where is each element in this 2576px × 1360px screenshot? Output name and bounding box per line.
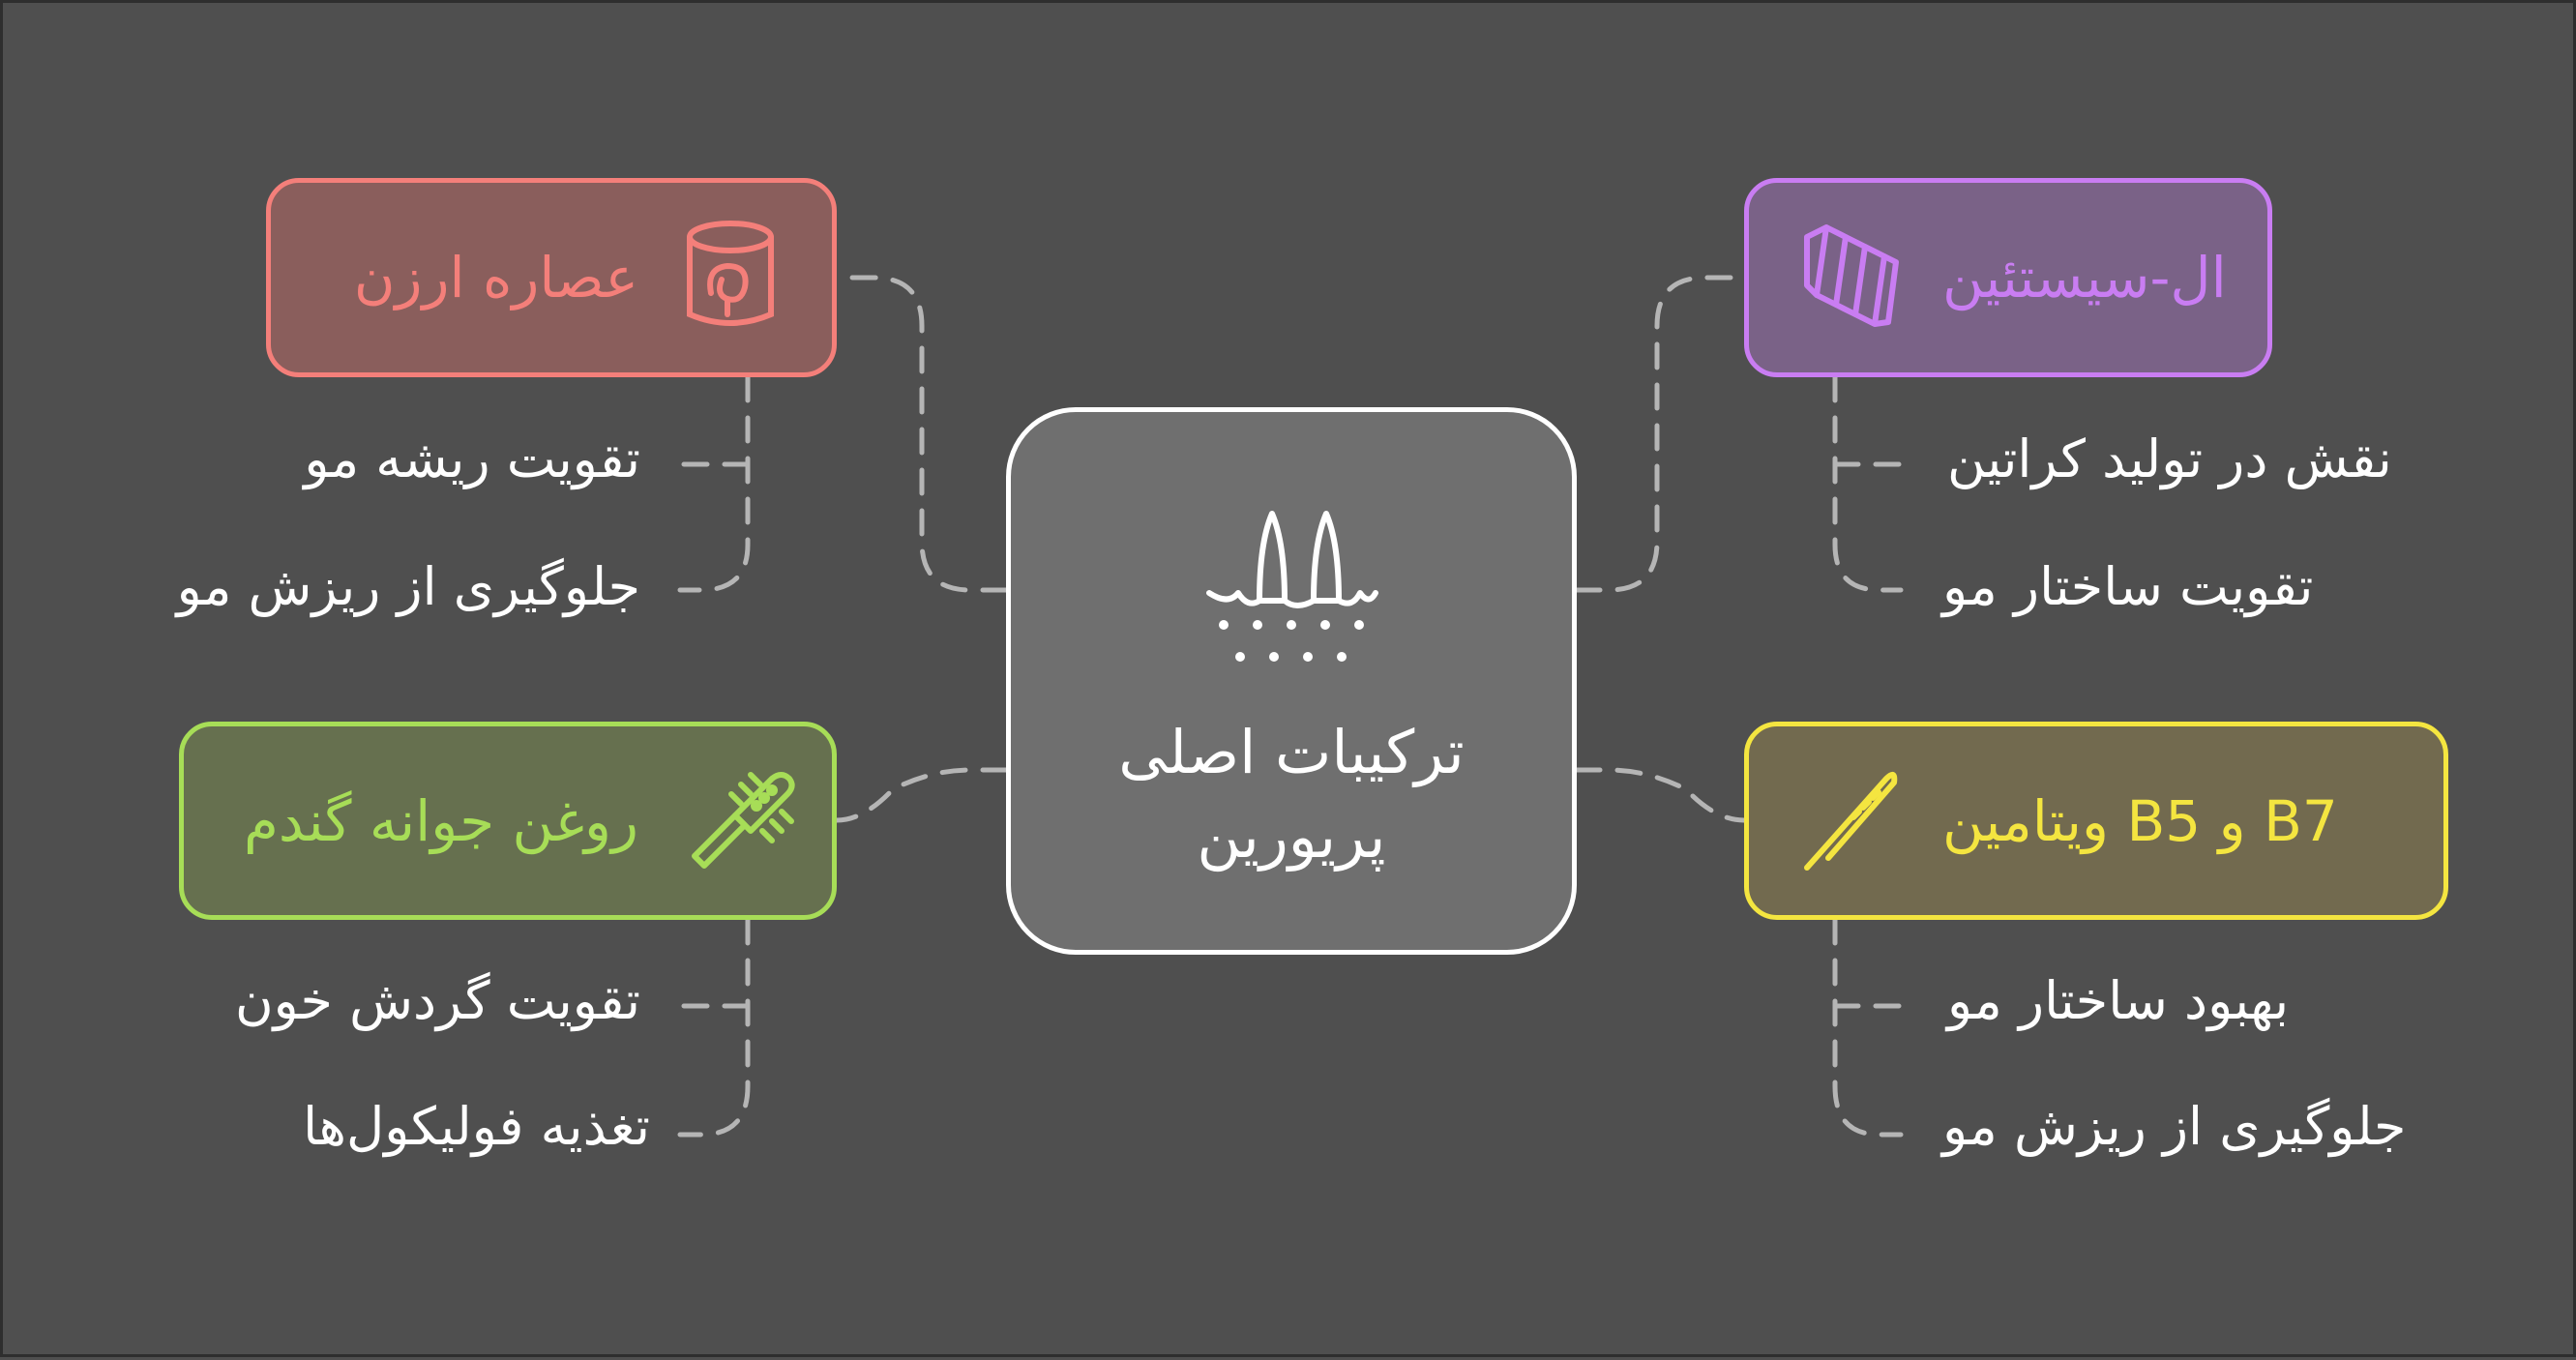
- branch-vitamin-node: B7 و B5 ویتامین: [1744, 722, 2448, 920]
- connectors: [677, 275, 1904, 1138]
- connector-center-cystine: [1574, 275, 1747, 593]
- wheat-item-1: تقویت گردش خون: [234, 970, 640, 1031]
- wheat-item-2: تغذیه فولیکول‌ها: [303, 1096, 650, 1157]
- bobby-pin-icon: [1797, 761, 1904, 881]
- center-title: ترکیبات اصلی پریورین: [1118, 717, 1465, 872]
- rice-item-1: تقویت ریشه مو: [304, 429, 640, 489]
- connector-center-wheat: [834, 767, 1009, 823]
- rice-extract-jar-icon: [677, 218, 784, 338]
- connector-rice-items: [677, 374, 751, 593]
- branch-vitamin-title: B7 و B5 ویتامین: [1942, 787, 2338, 854]
- branch-rice-node: عصاره ارزن: [266, 178, 837, 377]
- connector-wheat-items: [677, 917, 751, 1138]
- connector-vitamin-items: [1832, 917, 1904, 1138]
- connector-cystine-items: [1832, 374, 1904, 593]
- branch-cystine-title: ال-سیستئین: [1942, 245, 2227, 310]
- cystine-item-1: نقش در تولید کراتین: [1947, 429, 2392, 489]
- branch-wheat-node: روغن جوانه گندم: [179, 722, 837, 920]
- rice-item-2: جلوگیری از ریزش مو: [176, 556, 640, 617]
- cystine-item-2: تقویت ساختار مو: [1942, 556, 2314, 617]
- vitamin-item-2: جلوگیری از ریزش مو: [1942, 1096, 2407, 1157]
- vitamin-item-1: بهبود ساختار مو: [1947, 970, 2290, 1031]
- hair-brush-icon: [687, 761, 803, 881]
- amino-acid-coil-icon: [1797, 218, 1904, 338]
- connector-center-vitamin: [1574, 767, 1747, 823]
- branch-cystine-node: ال-سیستئین: [1744, 178, 2272, 377]
- branch-wheat-title: روغن جوانه گندم: [243, 787, 638, 854]
- connector-center-rice: [834, 275, 1009, 593]
- branch-rice-title: عصاره ارزن: [353, 245, 638, 310]
- hair-follicle-icon: [1199, 504, 1383, 672]
- center-node: ترکیبات اصلی پریورین: [1006, 407, 1577, 955]
